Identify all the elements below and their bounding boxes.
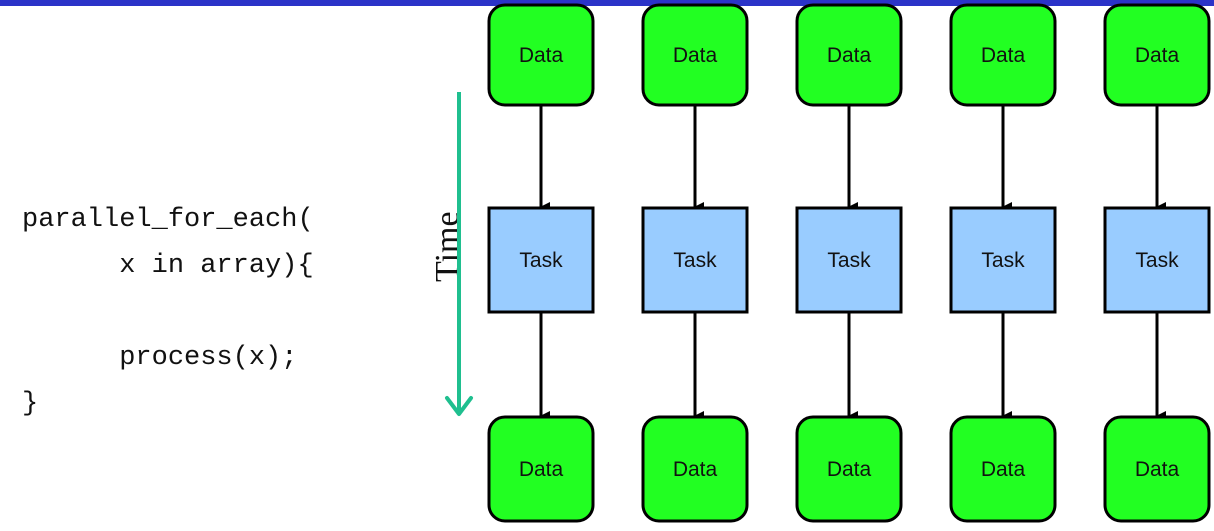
input-data-node-label: Data bbox=[1135, 44, 1180, 67]
output-data-node-label: Data bbox=[1135, 458, 1180, 481]
task-node-label: Task bbox=[1135, 249, 1179, 272]
input-data-node-label: Data bbox=[827, 44, 872, 67]
output-data-node: Data bbox=[1103, 415, 1211, 523]
code-snippet: parallel_for_each( x in array){ process(… bbox=[22, 197, 314, 427]
task-node: Task bbox=[1103, 206, 1211, 314]
diagram-columns: DataTaskDataDataTaskDataDataTaskDataData… bbox=[487, 3, 1211, 523]
output-data-node: Data bbox=[487, 415, 595, 523]
task-node: Task bbox=[641, 206, 749, 314]
task-node-shape bbox=[1103, 206, 1211, 314]
task-node-shape bbox=[949, 206, 1057, 314]
input-data-node: Data bbox=[641, 3, 749, 107]
output-data-node-shape bbox=[1103, 415, 1211, 523]
output-data-node-label: Data bbox=[519, 458, 564, 481]
task-node-shape bbox=[641, 206, 749, 314]
code-line: x in array){ bbox=[22, 251, 314, 281]
task-node: Task bbox=[487, 206, 595, 314]
input-data-node: Data bbox=[795, 3, 903, 107]
task-node-label: Task bbox=[827, 249, 871, 272]
task-node-shape bbox=[795, 206, 903, 314]
task-node-label: Task bbox=[673, 249, 717, 272]
output-data-node-shape bbox=[487, 415, 595, 523]
input-data-node-label: Data bbox=[673, 44, 718, 67]
output-data-node: Data bbox=[641, 415, 749, 523]
slide-top-bar bbox=[0, 0, 1214, 6]
task-node-label: Task bbox=[981, 249, 1025, 272]
input-data-node: Data bbox=[949, 3, 1057, 107]
output-data-node-shape bbox=[795, 415, 903, 523]
output-data-node: Data bbox=[795, 415, 903, 523]
code-line: parallel_for_each( bbox=[22, 205, 314, 235]
code-line: process(x); bbox=[22, 343, 298, 373]
input-data-node: Data bbox=[487, 3, 595, 107]
task-node: Task bbox=[949, 206, 1057, 314]
output-data-node-label: Data bbox=[673, 458, 718, 481]
input-data-node: Data bbox=[1103, 3, 1211, 107]
input-data-node-label: Data bbox=[519, 44, 564, 67]
task-node-label: Task bbox=[519, 249, 563, 272]
output-data-node-shape bbox=[641, 415, 749, 523]
task-node: Task bbox=[795, 206, 903, 314]
output-data-node-label: Data bbox=[827, 458, 872, 481]
output-data-node-label: Data bbox=[981, 458, 1026, 481]
input-data-node-label: Data bbox=[981, 44, 1026, 67]
output-data-node: Data bbox=[949, 415, 1057, 523]
output-data-node-shape bbox=[949, 415, 1057, 523]
code-line: } bbox=[22, 389, 39, 419]
time-arrow bbox=[445, 92, 473, 416]
